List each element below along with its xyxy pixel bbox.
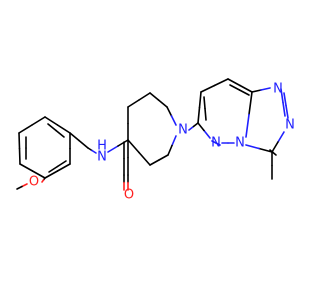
bond-segment — [18, 132, 21, 150]
bond-segment — [170, 115, 177, 126]
bond-segment — [16, 185, 23, 190]
carbonyl-oxygen-label: O — [124, 188, 134, 203]
bond-segment — [91, 149, 97, 154]
bond-segment — [188, 125, 195, 131]
bond-segment — [117, 139, 129, 147]
bond-segment — [227, 78, 241, 87]
bond-segment — [18, 124, 33, 134]
bond-segment — [197, 106, 201, 124]
bond-segment — [69, 132, 80, 142]
bond-segment — [245, 144, 260, 150]
bond-segment — [138, 151, 151, 166]
bond-segment — [157, 99, 168, 108]
piperidine-nitrogen-label: N — [178, 123, 188, 138]
bond-segment — [203, 96, 206, 110]
bond-segment — [192, 122, 199, 128]
bond-segment — [239, 84, 253, 93]
bond-segment — [200, 84, 216, 93]
bond-segment — [56, 124, 71, 134]
bridgehead-nitrogen-label: N — [235, 136, 245, 151]
bond-segment — [56, 160, 67, 168]
bond-segment — [166, 106, 173, 117]
bond-segment — [18, 147, 21, 165]
bond-segment — [31, 170, 46, 179]
bond-segment — [158, 154, 169, 161]
amide-hydrogen-label: H — [97, 139, 107, 154]
bond-segment — [251, 89, 262, 93]
bond-segment — [127, 99, 140, 108]
bond-segment — [55, 129, 65, 138]
bond-segment — [138, 92, 151, 101]
bond-segment — [149, 92, 160, 101]
bond-segment — [285, 104, 289, 119]
bond-segment — [44, 170, 59, 179]
bond-segment — [282, 101, 286, 117]
pyridazine-nitrogen-label: N — [211, 136, 221, 151]
bond-segment — [56, 163, 71, 172]
bond-segment — [41, 179, 45, 183]
bond-segment — [277, 131, 285, 143]
bond-segment — [229, 84, 241, 91]
bond-segment — [44, 116, 59, 126]
molecule-structure: O N H O N N N N N — [16, 78, 295, 203]
bond-segment — [167, 144, 173, 156]
methoxy-oxygen-label: O — [29, 175, 39, 190]
bond-segment — [19, 163, 34, 172]
bond-segment — [260, 87, 271, 91]
atom-label-layer: O N H O N N N N N — [29, 82, 295, 203]
bond-segment — [215, 142, 221, 146]
amide-nitrogen-label: N — [97, 150, 107, 165]
structure-canvas: O N H O N N N N N — [16, 78, 295, 203]
bond-layer — [16, 78, 289, 191]
bond-segment — [31, 116, 46, 126]
bond-segment — [47, 123, 57, 132]
bond-segment — [48, 165, 59, 173]
bond-segment — [203, 129, 211, 139]
bond-segment — [238, 89, 250, 96]
bond-segment — [127, 139, 140, 154]
bond-segment — [248, 91, 253, 116]
bond-segment — [258, 147, 273, 153]
bond-segment — [204, 107, 207, 121]
bond-segment — [197, 122, 205, 132]
bond-segment — [283, 92, 287, 107]
bond-segment — [171, 135, 177, 147]
bond-segment — [21, 183, 28, 188]
bond-segment — [198, 91, 202, 109]
bond-segment — [213, 78, 229, 87]
bond-segment — [107, 145, 119, 153]
bond-segment — [149, 159, 160, 166]
bond-segment — [245, 113, 250, 138]
bond-segment — [280, 88, 284, 104]
triazole-nitrogen-1-label: N — [273, 82, 283, 97]
bond-segment — [78, 139, 89, 149]
bond-segment — [271, 141, 279, 153]
triazole-nitrogen-2-label: N — [285, 118, 295, 133]
